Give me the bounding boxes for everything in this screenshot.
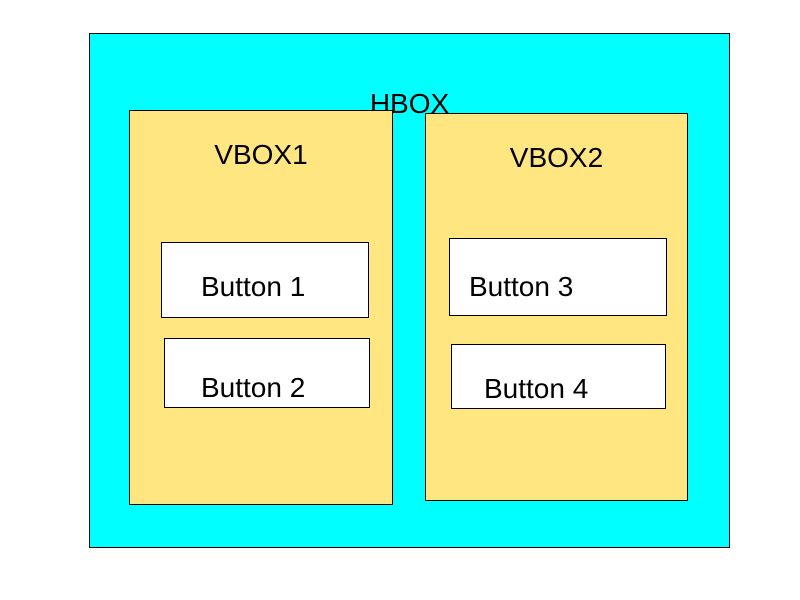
button-3-label: Button 3: [469, 271, 574, 302]
button-2-label: Button 2: [201, 372, 306, 403]
button-3[interactable]: Button 3: [449, 238, 667, 316]
button-2[interactable]: Button 2: [164, 338, 370, 408]
vbox1-label: VBOX1: [214, 139, 308, 170]
button-1-label: Button 1: [201, 271, 306, 302]
button-1[interactable]: Button 1: [161, 242, 369, 318]
button-4-label: Button 4: [484, 373, 589, 404]
button-4[interactable]: Button 4: [451, 344, 666, 409]
vbox2-label: VBOX2: [509, 142, 604, 173]
